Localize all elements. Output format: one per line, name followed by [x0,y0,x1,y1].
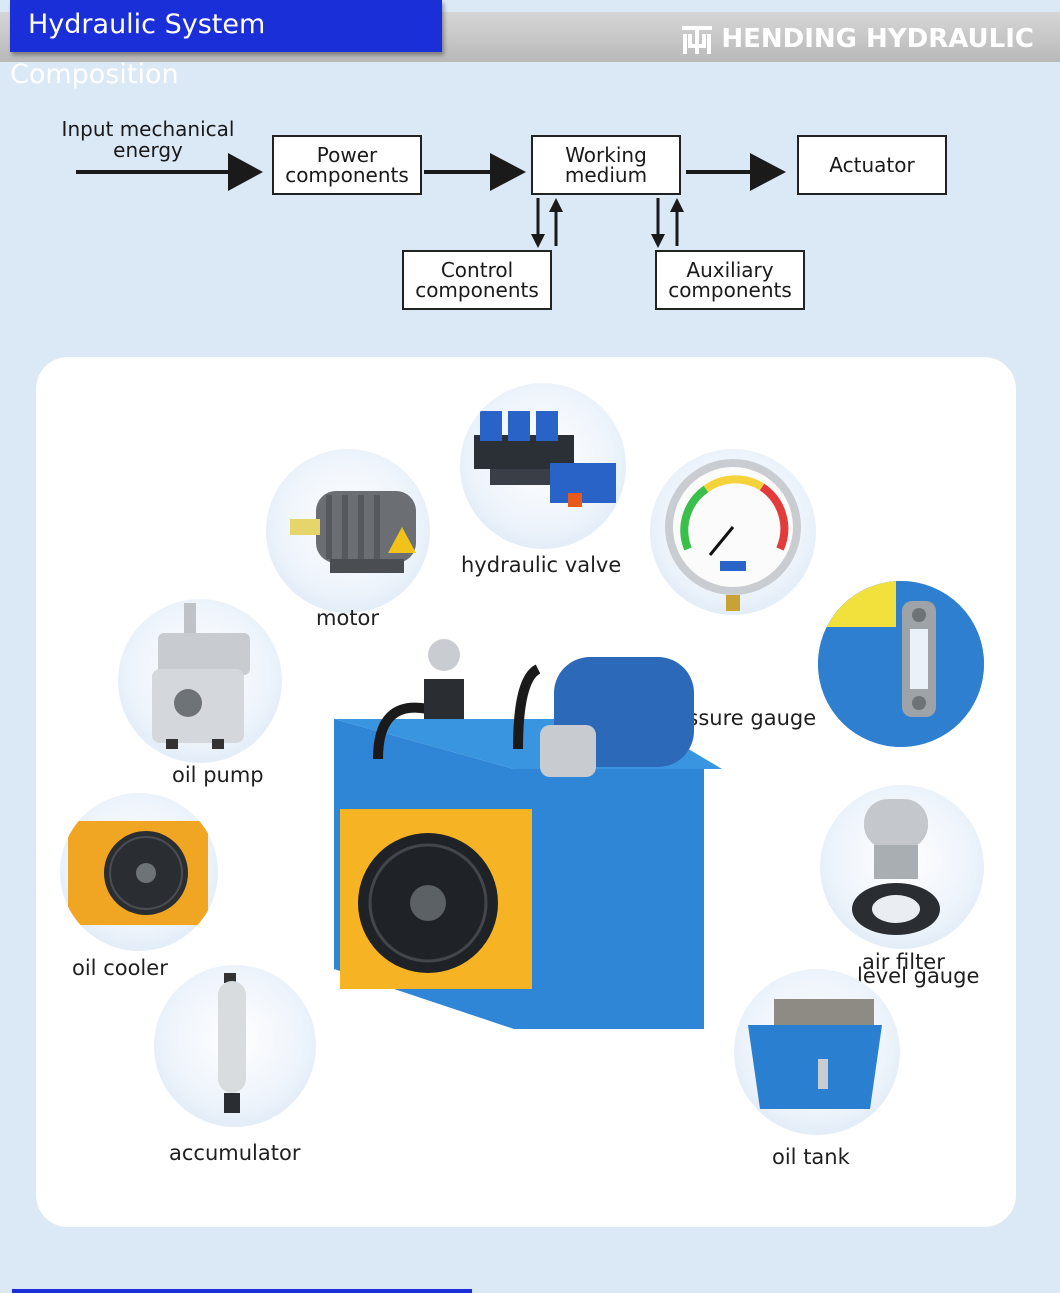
working-line2: medium [564,163,648,187]
air-filter-label: air filter [862,950,945,974]
arrow-power-to-working [424,153,526,191]
oil-cooler-image [60,793,218,951]
actuator-label: Actuator [829,153,915,177]
hending-logo-icon [682,26,713,54]
input-energy-line1: Input mechanical [61,117,235,141]
flow-arrows [76,153,786,248]
working-medium-box: Working medium [531,135,681,195]
auxiliary-line2: components [668,278,792,302]
input-energy-label: Input mechanical energy [56,119,240,161]
oil-pump-image [118,599,282,763]
components-panel: hydraulic valve motor [36,357,1016,1227]
level-gauge-label: level gauge [857,964,980,988]
arrow-input-to-power [76,153,263,191]
power-components-box: Power components [272,135,422,195]
oil-pump-label: oil pump [172,763,264,787]
header-bar: Hydraulic System Composition HENDING HYD… [0,0,1060,90]
oil-tank-image [734,969,900,1135]
pressure-gauge-image [650,449,816,615]
arrow-control-to-working [549,198,563,246]
working-line1: Working [565,143,647,167]
arrow-working-to-actuator [686,153,786,191]
motor-label: motor [316,606,380,630]
accumulator-label: accumulator [169,1141,301,1165]
page-title: Hydraulic System Composition [10,0,442,90]
arrow-auxiliary-to-working [670,198,684,246]
control-components-box: Control components [402,250,552,310]
bottom-accent-line [12,1289,472,1293]
hydraulic-valve-image [460,383,626,549]
accumulator-image [154,965,316,1127]
brand-name: HENDING HYDRAULIC [721,24,1034,54]
arrow-working-to-control [531,198,545,248]
brand: HENDING HYDRAULIC [681,20,1034,58]
auxiliary-components-box: Auxiliary components [655,250,805,310]
oil-tank-label: oil tank [772,1145,850,1169]
input-energy-line2: energy [113,138,183,162]
hydraulic-valve-label: hydraulic valve [461,553,622,577]
motor-image [266,449,430,613]
air-filter-image [820,785,984,949]
actuator-box: Actuator [797,135,947,195]
level-gauge-image [818,581,984,747]
hydraulic-power-unit-image [334,639,722,1029]
arrow-working-to-auxiliary [651,198,665,248]
power-line2: components [285,163,409,187]
flow-diagram: Input mechanical energy Power components… [0,62,1060,352]
power-line1: Power [316,143,378,167]
auxiliary-line1: Auxiliary [686,258,774,282]
control-line2: components [415,278,539,302]
control-line1: Control [440,258,514,282]
oil-cooler-label: oil cooler [72,956,168,980]
